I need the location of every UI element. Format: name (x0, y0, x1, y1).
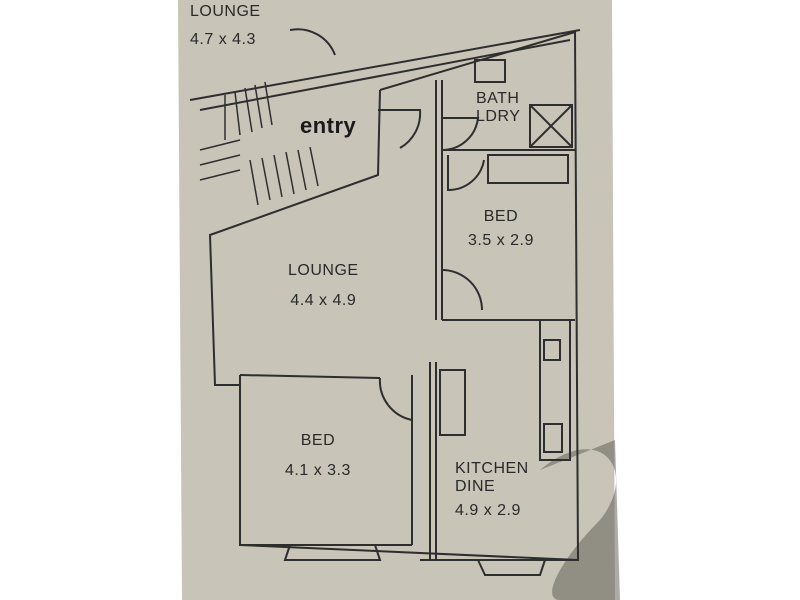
entry-label: entry (300, 113, 357, 138)
room-lounge-upper: LOUNGE 4.7 x 4.3 (190, 3, 261, 49)
room-size: 4.1 x 3.3 (285, 462, 351, 479)
room-lounge: LOUNGE 4.4 x 4.9 (288, 262, 359, 310)
room-name: BATH (476, 90, 520, 107)
room-bed-2: BED 4.1 x 3.3 (285, 432, 351, 480)
room-size: 4.7 x 4.3 (190, 31, 256, 48)
room-name-2: LDRY (476, 108, 521, 125)
room-size: 4.9 x 2.9 (455, 502, 521, 519)
room-name: LOUNGE (288, 262, 359, 279)
room-name-2: DINE (455, 478, 496, 495)
room-size: 3.5 x 2.9 (468, 232, 534, 249)
room-name: BED (483, 208, 519, 225)
room-name: KITCHEN (455, 460, 529, 477)
room-size: 4.4 x 4.9 (290, 292, 357, 309)
room-bath-ldry: BATH LDRY (476, 90, 520, 126)
room-kitchen-dine: KITCHEN DINE 4.9 x 2.9 (455, 460, 529, 520)
shadow (540, 440, 620, 600)
room-name: LOUNGE (190, 3, 261, 20)
room-bed-1: BED 3.5 x 2.9 (468, 208, 534, 250)
room-name: BED (300, 432, 336, 449)
